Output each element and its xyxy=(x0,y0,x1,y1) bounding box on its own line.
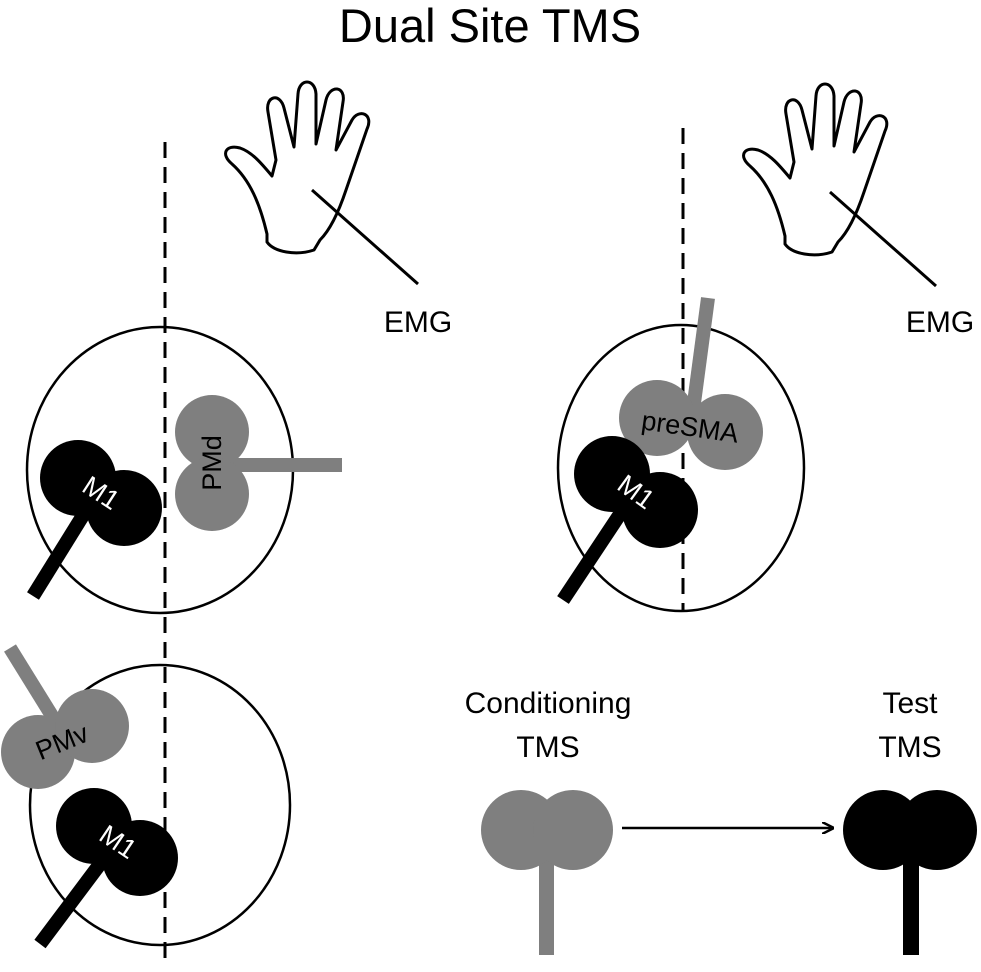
test-coil-legend xyxy=(843,790,977,955)
coil-wing xyxy=(55,689,129,763)
coil-wing xyxy=(533,790,613,870)
diagram-title: Dual Site TMS xyxy=(339,0,641,52)
test-tms-label-line1: Test xyxy=(882,687,938,720)
panel-presma: EMG preSMA M1 xyxy=(556,82,974,613)
coil-handle xyxy=(34,843,118,949)
coil-handle xyxy=(539,850,554,955)
hand-icon xyxy=(224,80,371,255)
coil-handle xyxy=(230,458,342,472)
legend: Conditioning TMS Test TMS xyxy=(465,687,977,955)
emg-label: EMG xyxy=(906,306,974,339)
conditioning-coil-presma: preSMA xyxy=(619,297,763,470)
conditioning-tms-label-line2: TMS xyxy=(516,731,579,764)
test-coil-m1: M1 xyxy=(34,788,178,949)
coil-handle xyxy=(903,850,919,955)
conditioning-coil-pmd: PMd xyxy=(175,395,342,531)
panel-pmv: PMv M1 xyxy=(1,644,292,949)
coil-wing xyxy=(86,470,162,546)
coil-wing xyxy=(622,472,698,548)
panel-pmd: EMG PMd M1 xyxy=(25,80,452,960)
coil-handle xyxy=(557,498,634,604)
coil-wing xyxy=(175,457,249,531)
coil-wing xyxy=(102,820,178,896)
emg-label: EMG xyxy=(384,306,452,339)
coil-label: PMd xyxy=(197,435,227,491)
coil-wing xyxy=(687,394,763,470)
head-outline xyxy=(28,663,292,947)
hand-icon xyxy=(742,82,889,257)
conditioning-tms-label-line1: Conditioning xyxy=(465,687,632,720)
test-coil-m1: M1 xyxy=(27,440,162,600)
conditioning-coil-legend xyxy=(481,790,613,955)
coil-handle xyxy=(4,644,68,736)
coil-wing xyxy=(897,790,977,870)
conditioning-coil-pmv: PMv xyxy=(1,644,129,789)
emg-lead xyxy=(311,188,419,286)
head-outline xyxy=(556,323,806,613)
coil-wing xyxy=(175,395,249,469)
coil-handle xyxy=(685,297,715,419)
emg-lead xyxy=(829,190,937,288)
test-coil-m1: M1 xyxy=(557,436,698,604)
test-tms-label-line2: TMS xyxy=(878,731,941,764)
coil-wing xyxy=(619,380,695,456)
